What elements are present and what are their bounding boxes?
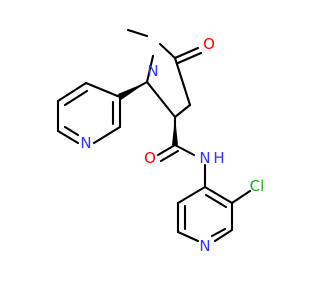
pyr-top-b2 — [56, 81, 88, 103]
bond-amide-co-2 — [159, 149, 180, 163]
pyr-bot-d1 — [204, 193, 228, 209]
molecule-diagram: N O N O N H Cl N — [56, 28, 264, 255]
atom-o-amide: O — [144, 149, 156, 167]
structure-drawing: N O N O N H Cl N — [56, 28, 264, 255]
pyr-top-d1 — [63, 89, 89, 107]
bond-n-methyl — [126, 28, 149, 38]
wedge-bond-c5-pyr — [118, 82, 147, 100]
pyr-top-b5 — [92, 125, 122, 145]
pyr-bot-b6 — [176, 185, 207, 205]
bond-c3-c4 — [173, 103, 192, 119]
label-layer: N O N O N H Cl N — [80, 35, 264, 255]
atom-o-lactam: O — [203, 35, 215, 53]
bond-amide-co-1 — [156, 143, 177, 157]
atom-n-amide: N — [199, 149, 210, 167]
bond-n-ring-c2 — [158, 42, 177, 60]
pyr-top-b4 — [56, 129, 80, 145]
bond-n-ring-c5 — [145, 54, 155, 84]
bond-layer — [56, 28, 252, 243]
pyr-bot-b4 — [176, 230, 200, 243]
pyr-bot-b1 — [203, 185, 234, 205]
pyr-top-b1 — [84, 81, 122, 99]
atom-n-pyrrolidine: N — [147, 62, 158, 80]
atom-n-pyridine-bottom: N — [199, 237, 210, 255]
atom-cl: Cl — [250, 177, 265, 195]
bond-lactam-co-1 — [173, 46, 200, 60]
wedge-bond-c4-amide — [172, 117, 178, 145]
wedge-layer — [118, 82, 178, 145]
bond-c4-c5 — [145, 80, 177, 119]
bond-lactam-co-2 — [176, 51, 203, 65]
pyr-bot-d2 — [210, 227, 227, 238]
pyr-top-d2 — [63, 125, 80, 137]
bond-amide-cn — [173, 143, 196, 157]
bond-c2-c3 — [173, 56, 192, 107]
atom-h-amide: H — [213, 149, 224, 167]
pyr-bot-b3 — [213, 228, 234, 243]
atom-n-pyridine-top: N — [80, 134, 91, 152]
bond-c-cl — [230, 189, 252, 205]
